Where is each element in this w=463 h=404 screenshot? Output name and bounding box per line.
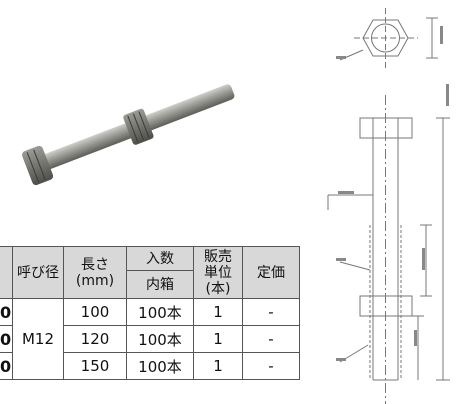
price-cell: -: [242, 325, 300, 353]
header-length-unit: (mm): [75, 272, 115, 289]
row-prefix: 0: [0, 325, 13, 353]
header-length-label: 長さ: [81, 256, 109, 273]
spec-table: 呼び径 長さ (mm) 入数 販売 単位 (本) 定価 内箱 0 M12 100…: [0, 246, 300, 380]
bolt-head: [22, 145, 54, 186]
technical-drawing: [327, 8, 450, 404]
row-prefix: 0: [0, 298, 13, 326]
table-row: 0 M12 100 100本 1 -: [0, 298, 300, 380]
inner-box-cell: 100本: [126, 352, 194, 380]
inner-box-cell: 100本: [126, 298, 194, 326]
length-cell: 150: [63, 352, 127, 380]
header-length: 長さ (mm): [63, 246, 127, 299]
drawing-head: [359, 117, 413, 139]
length-cell: 120: [63, 325, 127, 353]
table-row: 0 150 100本 1 -: [0, 352, 300, 380]
header-quantity: 入数: [126, 246, 194, 271]
nominal-diameter-cell: M12: [12, 298, 64, 380]
price-cell: -: [242, 352, 300, 380]
bolt-photo: [22, 84, 235, 186]
header-sales-unit-line3: (本): [205, 280, 231, 297]
sales-unit-cell: 1: [193, 352, 243, 380]
sales-unit-cell: 1: [193, 325, 243, 353]
header-nominal: 呼び径: [12, 246, 64, 299]
bolt-nut: [123, 108, 154, 145]
drawing-nut: [359, 295, 413, 317]
row-prefix: 0: [0, 352, 13, 380]
header-blank: [0, 246, 13, 299]
header-sales-unit: 販売 単位 (本): [193, 246, 243, 299]
header-sales-unit-line2: 単位: [204, 264, 232, 281]
price-cell: -: [242, 298, 300, 326]
sales-unit-cell: 1: [193, 298, 243, 326]
header-sales-unit-line1: 販売: [204, 248, 232, 265]
header-inner-box: 内箱: [126, 270, 194, 299]
inner-box-cell: 100本: [126, 325, 194, 353]
header-price: 定価: [242, 246, 300, 299]
length-cell: 100: [63, 298, 127, 326]
